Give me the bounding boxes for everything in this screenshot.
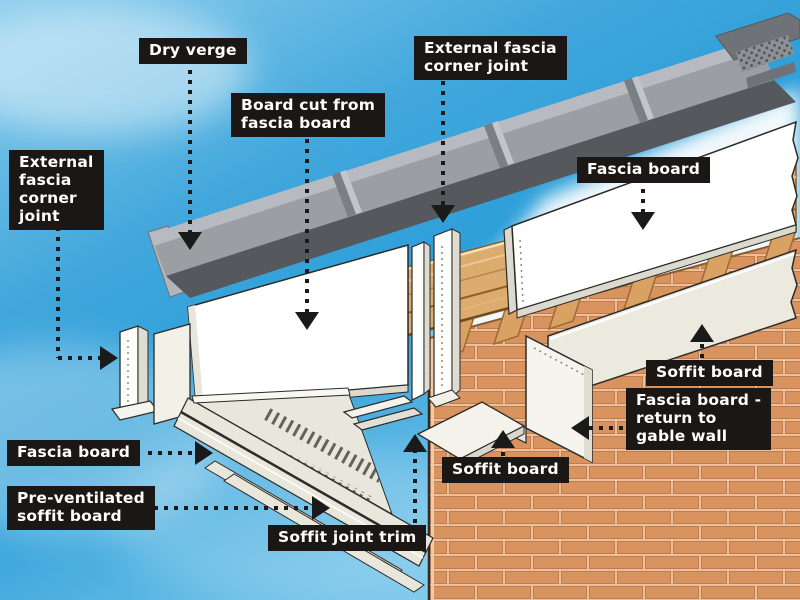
soffit-joint-trim-piece (342, 395, 424, 431)
arrow-external-corner-top (431, 81, 455, 223)
arrow-fascia-left (148, 441, 213, 465)
label-board-cut-from-fascia-board: Board cut from fascia board (231, 93, 386, 137)
arrow-fascia-top-right (631, 189, 655, 230)
label-soffit-board-bottom: Soffit board (442, 457, 569, 483)
label-fascia-board-left: Fascia board (7, 440, 141, 466)
arrow-soffit-bottom (491, 430, 515, 456)
annotation-arrows (56, 70, 714, 523)
arrow-soffit-joint-trim (403, 434, 427, 523)
arrow-pre-ventilated (154, 496, 330, 520)
label-external-fascia-corner-joint-top: External fascia corner joint (414, 36, 567, 80)
external-corner-joint-left-piece (110, 325, 160, 421)
arrow-soffit-right (690, 324, 714, 358)
dry-verge-end-cap (715, 12, 800, 88)
label-dry-verge: Dry verge (139, 38, 247, 64)
arrow-dry-verge (178, 70, 202, 250)
label-fascia-board-top-right: Fascia board (577, 157, 711, 183)
label-soffit-joint-trim: Soffit joint trim (268, 525, 427, 551)
corner-joint-strips (411, 228, 461, 408)
fascia-board-top-right-piece (503, 120, 799, 319)
arrow-fascia-return (571, 416, 623, 440)
dry-verge-bar (147, 12, 800, 298)
label-soffit-board-right: Soffit board (646, 360, 773, 386)
label-pre-ventilated-soffit-board: Pre-ventilated soffit board (7, 486, 155, 530)
label-external-fascia-corner-joint-left: External fascia corner joint (9, 150, 104, 230)
arrow-external-corner-left (56, 227, 118, 370)
label-fascia-board-return: Fascia board - return to gable wall (626, 388, 772, 450)
arrow-board-cut (295, 139, 319, 330)
